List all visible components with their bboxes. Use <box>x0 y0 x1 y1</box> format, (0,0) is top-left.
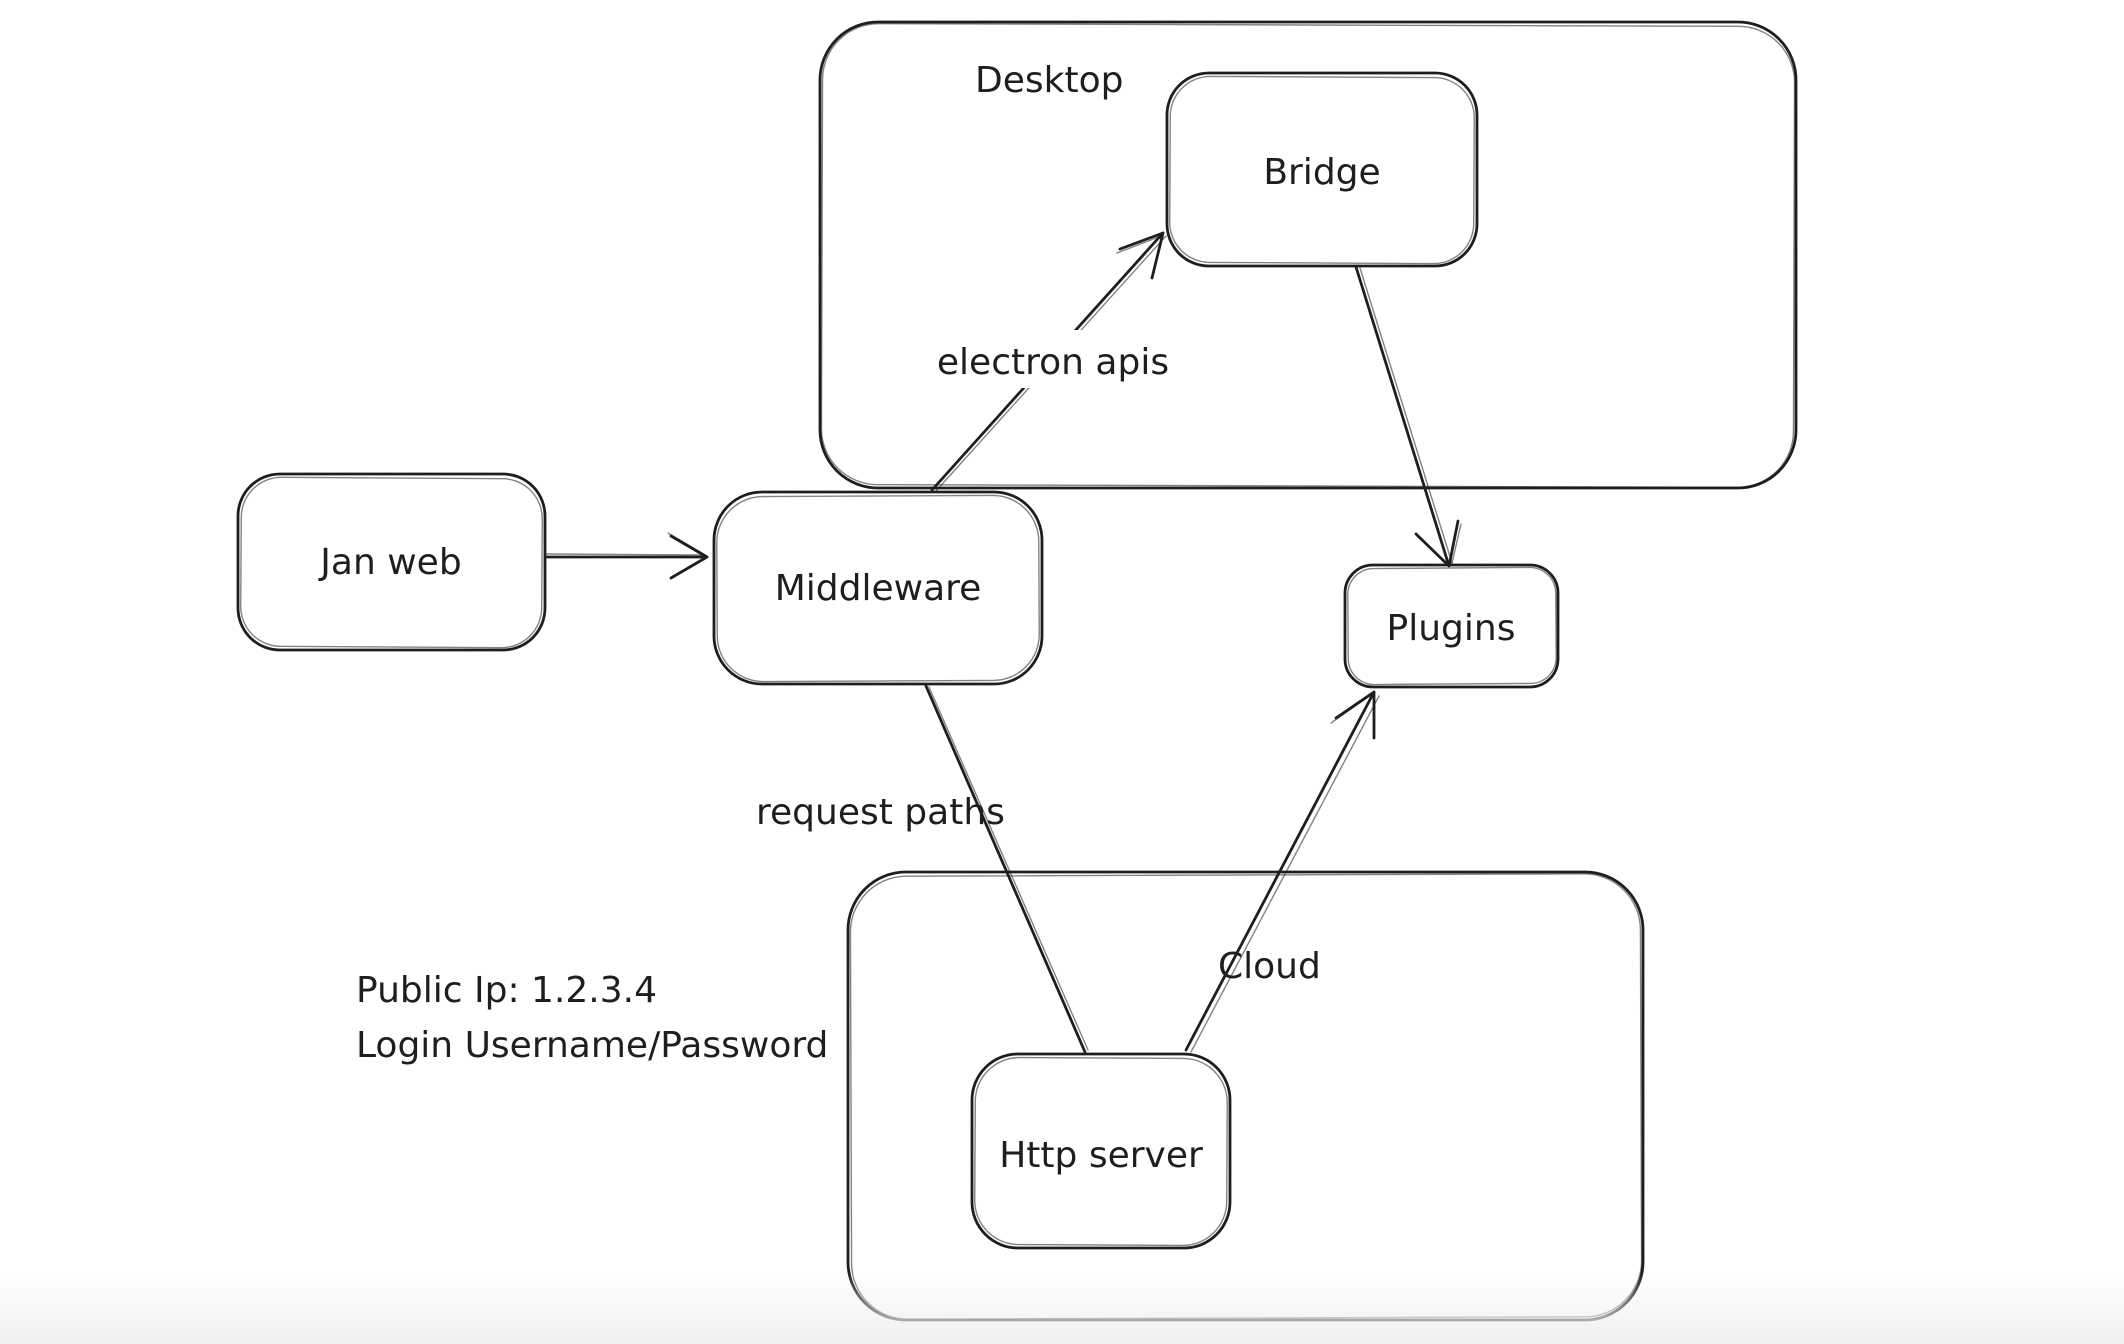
middleware-box[interactable] <box>712 490 1044 686</box>
edge-bridge-to-plugins[interactable] <box>1354 265 1453 568</box>
node-http-server[interactable]: Http server <box>970 1052 1232 1250</box>
arrowhead-into-plugins-top <box>1414 519 1460 568</box>
desktop-container-box[interactable] <box>818 20 1798 490</box>
edges <box>543 231 1453 1054</box>
jan-web-label: Jan web <box>318 542 461 583</box>
jan-web-box[interactable] <box>236 472 547 652</box>
cloud-container-label[interactable]: Cloud <box>1218 946 1321 987</box>
canvas-bottom-fade <box>0 1272 2124 1344</box>
edge-middleware-to-http-server[interactable] <box>924 684 1089 1054</box>
credentials-note-line1[interactable]: Public Ip: 1.2.3.4 <box>356 970 657 1011</box>
nodes: Jan web Middleware Bridge Plugins Ht <box>236 71 1560 1250</box>
middleware-box-sketch <box>716 494 1040 683</box>
http-server-label: Http server <box>999 1135 1203 1176</box>
edge-http-server-to-plugins[interactable] <box>1184 690 1380 1053</box>
desktop-container-box-sketch <box>820 22 1796 489</box>
desktop-container-label[interactable]: Desktop <box>975 60 1123 101</box>
bridge-box-sketch <box>1169 75 1475 265</box>
node-bridge[interactable]: Bridge <box>1165 71 1479 268</box>
node-jan-web[interactable]: Jan web <box>236 472 547 652</box>
arrowhead-into-plugins-top-sketch <box>1451 523 1462 564</box>
edge-jan-web-to-middleware[interactable] <box>543 553 707 559</box>
jan-web-box-sketch <box>240 476 543 649</box>
texts: electron apis request paths Cloud Public… <box>356 330 1321 1066</box>
bridge-label: Bridge <box>1263 152 1380 193</box>
plugins-box[interactable] <box>1343 563 1560 689</box>
plugins-box-sketch <box>1347 566 1557 686</box>
arrowheads <box>667 231 1462 740</box>
electron-apis-edge-label[interactable]: electron apis <box>937 342 1169 383</box>
cloud-container-box-sketch <box>849 873 1643 1320</box>
http-server-box-sketch <box>974 1056 1228 1247</box>
arrowhead-into-plugins-bottom <box>1334 690 1376 740</box>
arrowhead-into-middleware-sketch <box>667 532 706 556</box>
electron-apis-label-background <box>915 330 1191 388</box>
node-middleware[interactable]: Middleware <box>712 490 1044 686</box>
arrowhead-into-middleware <box>669 534 709 580</box>
arrowhead-into-bridge <box>1118 231 1165 280</box>
credentials-note[interactable]: Public Ip: 1.2.3.4 Login Username/Passwo… <box>356 970 828 1066</box>
http-server-box[interactable] <box>970 1052 1232 1250</box>
bridge-box[interactable] <box>1165 71 1479 268</box>
request-paths-edge-label[interactable]: request paths <box>756 792 1005 833</box>
container-desktop[interactable]: Desktop <box>818 20 1798 490</box>
middleware-label: Middleware <box>775 568 982 609</box>
plugins-label: Plugins <box>1387 608 1516 649</box>
node-plugins[interactable]: Plugins <box>1343 563 1560 689</box>
credentials-note-line2[interactable]: Login Username/Password <box>356 1025 828 1066</box>
arrowhead-into-plugins-bottom-sketch <box>1330 694 1372 724</box>
arrowhead-into-bridge-sketch <box>1116 235 1162 254</box>
